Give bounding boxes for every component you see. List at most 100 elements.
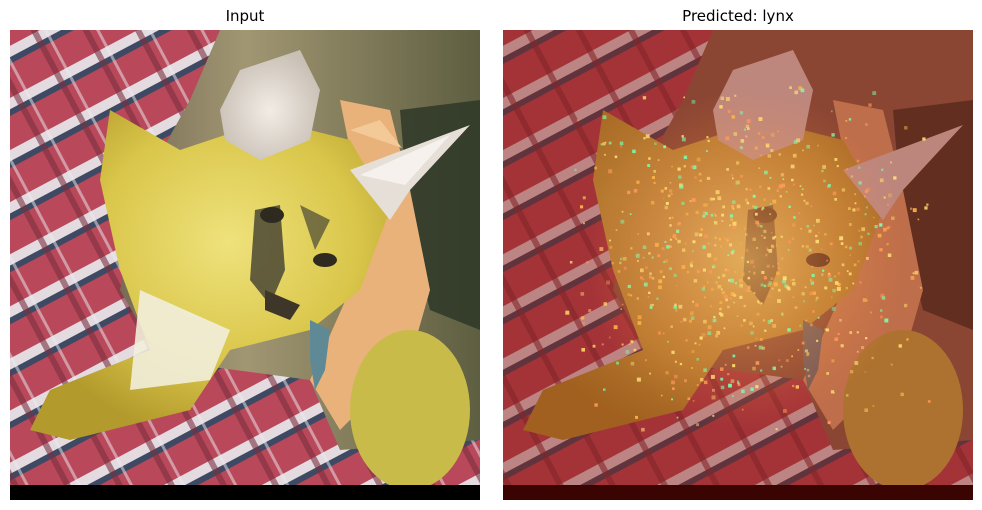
saliency-speckle xyxy=(859,281,862,284)
saliency-speckle xyxy=(790,164,795,169)
saliency-speckle xyxy=(746,346,750,349)
saliency-speckle xyxy=(776,271,780,275)
saliency-speckle xyxy=(720,367,724,371)
saliency-speckle xyxy=(671,398,673,401)
saliency-speckle xyxy=(706,136,709,139)
saliency-speckle xyxy=(792,153,797,158)
saliency-speckle xyxy=(771,287,774,290)
saliency-speckle xyxy=(883,196,886,199)
saliency-speckle xyxy=(620,219,625,224)
saliency-speckle xyxy=(672,234,676,238)
saliency-speckle xyxy=(769,213,771,215)
saliency-speckle xyxy=(671,193,673,195)
saliency-speckle xyxy=(689,319,692,323)
saliency-speckle xyxy=(692,165,697,170)
saliency-speckle xyxy=(678,175,682,179)
saliency-speckle xyxy=(800,227,802,230)
saliency-speckle xyxy=(796,138,801,143)
saliency-speckle xyxy=(630,361,635,366)
saliency-speckle xyxy=(815,234,818,238)
saliency-speckle xyxy=(641,427,645,432)
saliency-speckle xyxy=(848,118,852,121)
saliency-speckle xyxy=(681,137,686,142)
saliency-speckle xyxy=(752,194,756,198)
saliency-speckle xyxy=(732,225,737,230)
saliency-speckle xyxy=(680,320,683,323)
saliency-speckle xyxy=(768,295,771,298)
saliency-speckle xyxy=(883,227,887,232)
saliency-speckle xyxy=(669,245,672,248)
saliency-speckle xyxy=(651,277,655,280)
saliency-speckle xyxy=(858,181,862,185)
saliency-speckle xyxy=(723,295,728,299)
saliency-speckle xyxy=(729,243,733,247)
saliency-speckle xyxy=(696,269,700,273)
saliency-speckle xyxy=(774,235,777,238)
saliency-speckle xyxy=(880,309,883,312)
saliency-speckle xyxy=(683,155,688,159)
saliency-speckle xyxy=(792,384,795,388)
saliency-speckle xyxy=(834,281,839,285)
saliency-speckle xyxy=(810,279,812,281)
saliency-speckle xyxy=(761,208,764,211)
saliency-speckle xyxy=(637,321,642,325)
saliency-speckle xyxy=(781,258,784,261)
saliency-speckle xyxy=(630,294,633,297)
saliency-speckle xyxy=(721,291,725,295)
saliency-speckle xyxy=(927,400,931,403)
saliency-speckle xyxy=(729,297,733,301)
saliency-speckle xyxy=(739,146,742,149)
saliency-speckle xyxy=(770,149,774,152)
saliency-speckle xyxy=(664,187,668,190)
saliency-speckle xyxy=(884,318,889,323)
saliency-speckle xyxy=(682,248,686,252)
saliency-speckle xyxy=(827,184,831,188)
saliency-speckle xyxy=(602,115,607,120)
saliency-speckle xyxy=(754,206,758,210)
saliency-speckle xyxy=(658,279,663,284)
saliency-speckle xyxy=(622,257,627,261)
saliency-speckle xyxy=(715,190,720,195)
saliency-speckle xyxy=(804,368,807,370)
saliency-speckle xyxy=(832,191,837,196)
saliency-speckle xyxy=(707,242,710,245)
saliency-speckle xyxy=(642,278,645,281)
saliency-speckle xyxy=(694,176,697,179)
saliency-speckle xyxy=(866,188,870,192)
saliency-speckle xyxy=(703,368,707,372)
saliency-speckle xyxy=(703,285,705,288)
saliency-speckle xyxy=(839,236,844,241)
saliency-speckle xyxy=(879,223,883,227)
saliency-speckle xyxy=(767,154,771,158)
saliency-speckle xyxy=(904,303,908,308)
saliency-speckle xyxy=(646,232,650,236)
saliency-speckle xyxy=(685,212,689,216)
saliency-speckle xyxy=(743,128,746,131)
saliency-speckle xyxy=(781,183,786,188)
saliency-speckle xyxy=(743,304,746,308)
saliency-speckle xyxy=(736,204,741,209)
saliency-speckle xyxy=(775,244,778,247)
saliency-speckle xyxy=(840,344,844,348)
saliency-speckle xyxy=(791,237,795,240)
saliency-speckle xyxy=(792,278,795,281)
saliency-speckle xyxy=(717,276,720,279)
saliency-speckle xyxy=(775,428,778,431)
saliency-speckle xyxy=(831,306,836,311)
saliency-speckle xyxy=(791,355,793,358)
saliency-speckle xyxy=(720,377,724,381)
saliency-speckle xyxy=(858,166,861,169)
saliency-speckle xyxy=(695,210,699,215)
saliency-speckle xyxy=(780,235,783,238)
saliency-speckle xyxy=(845,120,848,122)
saliency-speckle xyxy=(816,339,819,342)
saliency-speckle xyxy=(710,287,714,291)
saliency-speckle xyxy=(733,293,737,297)
saliency-speckle xyxy=(730,251,734,255)
saliency-speckle xyxy=(649,306,653,309)
saliency-speckle xyxy=(704,203,708,207)
saliency-speckle xyxy=(798,86,803,91)
saliency-speckle xyxy=(727,305,730,309)
saliency-speckle xyxy=(805,319,808,322)
saliency-speckle xyxy=(811,265,814,268)
